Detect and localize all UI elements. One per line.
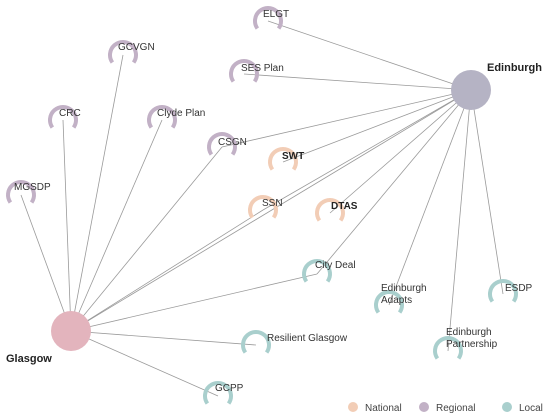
node-ring-ssn [248, 195, 278, 219]
node-label-gcvgn: GCVGN [118, 42, 155, 53]
edge-edinburgh-swt [282, 89, 472, 163]
edge-glasgow-clyde-plan [70, 119, 163, 332]
node-csgn[interactable]: CSGN [207, 132, 247, 156]
legend-item-regional: Regional [419, 402, 475, 414]
node-ring-clyde-plan [147, 105, 177, 129]
node-elgt[interactable]: ELGT [253, 6, 289, 30]
node-label-dtas: DTAS [331, 201, 358, 212]
hub-label-edinburgh: Edinburgh [487, 62, 542, 74]
edge-glasgow-gcpp [70, 330, 219, 397]
edge-glasgow-resilient-glasgow [70, 330, 257, 346]
node-ring-crc [48, 105, 78, 129]
legend-label-national: National [365, 403, 402, 414]
edge-glasgow-mgsdp [20, 194, 72, 332]
edge-edinburgh-edinburgh-partnership [447, 89, 472, 352]
hub-label-glasgow: Glasgow [6, 353, 52, 365]
node-gcvgn[interactable]: GCVGN [108, 40, 155, 64]
node-ring-resilient-glasgow [241, 330, 271, 354]
node-label-city-deal: City Deal [315, 260, 356, 271]
edge-edinburgh-elgt [267, 20, 472, 91]
node-label-csgn: CSGN [218, 137, 247, 148]
legend-label-local: Local [519, 403, 543, 414]
edge-glasgow-ssn [70, 209, 264, 332]
node-ring-gcvgn [108, 40, 138, 64]
node-ring-city-deal [302, 259, 332, 283]
edge-glasgow-gcvgn [70, 54, 124, 332]
node-ring-edinburgh-adapts [374, 290, 404, 314]
legend-label-regional: Regional [436, 403, 475, 414]
node-ring-csgn [207, 132, 237, 156]
node-ring-swt [268, 147, 298, 171]
edge-glasgow-crc [62, 119, 72, 332]
node-label-crc: CRC [59, 108, 81, 119]
node-label-swt: SWT [282, 151, 304, 162]
legend-swatch-local [502, 402, 512, 412]
node-esdp[interactable]: ESDP [488, 279, 533, 303]
node-label-clyde-plan: Clyde Plan [157, 108, 205, 119]
node-ring-ses-plan [229, 59, 259, 83]
hub-circle-edinburgh [451, 70, 491, 110]
node-ses-plan[interactable]: SES Plan [229, 59, 284, 83]
edge-edinburgh-esdp [470, 89, 504, 295]
node-city-deal[interactable]: City Deal [302, 259, 356, 283]
node-label-mgsdp: MGSDP [14, 182, 51, 193]
node-dtas[interactable]: DTAS [315, 198, 358, 222]
node-ring-edinburgh-partnership [433, 336, 463, 360]
legend-swatch-national [348, 402, 358, 412]
legend-item-local: Local [502, 402, 543, 414]
node-ring-elgt [253, 6, 283, 30]
edges-layer [20, 20, 504, 397]
node-crc[interactable]: CRC [48, 105, 81, 129]
edge-edinburgh-ssn [262, 89, 472, 211]
legend: National Regional Local [348, 402, 543, 414]
node-label-esdp: ESDP [505, 283, 533, 294]
node-ring-esdp [488, 279, 518, 303]
node-ssn[interactable]: SSN [248, 195, 283, 219]
legend-item-national: National [348, 402, 402, 414]
hub-circle-glasgow [51, 311, 91, 351]
hub-edinburgh[interactable]: Edinburgh [451, 62, 542, 110]
node-label-ses-plan: SES Plan [241, 63, 284, 74]
node-clyde-plan[interactable]: Clyde Plan [147, 105, 205, 129]
node-resilient-glasgow[interactable]: Resilient Glasgow [241, 330, 348, 354]
edge-edinburgh-glasgow [70, 89, 472, 332]
node-swt[interactable]: SWT [268, 147, 304, 171]
edge-edinburgh-ses-plan [243, 73, 472, 91]
edge-edinburgh-city-deal [316, 89, 472, 275]
edge-edinburgh-csgn [221, 89, 472, 148]
node-gcpp[interactable]: GCPP [203, 381, 244, 405]
hub-glasgow[interactable]: Glasgow [6, 311, 91, 365]
node-label-ssn: SSN [262, 198, 283, 209]
edge-edinburgh-dtas [329, 89, 472, 214]
node-label-resilient-glasgow: Resilient Glasgow [267, 333, 348, 344]
node-ring-dtas [315, 198, 345, 222]
node-ring-mgsdp [6, 180, 36, 204]
node-label-elgt: ELGT [263, 9, 289, 20]
edge-edinburgh-edinburgh-adapts [388, 89, 472, 306]
node-ring-gcpp [203, 381, 233, 405]
edge-glasgow-city-deal [70, 273, 318, 332]
legend-swatch-regional [419, 402, 429, 412]
node-label-gcpp: GCPP [215, 383, 244, 394]
edge-glasgow-csgn [70, 146, 223, 332]
node-mgsdp[interactable]: MGSDP [6, 180, 51, 204]
